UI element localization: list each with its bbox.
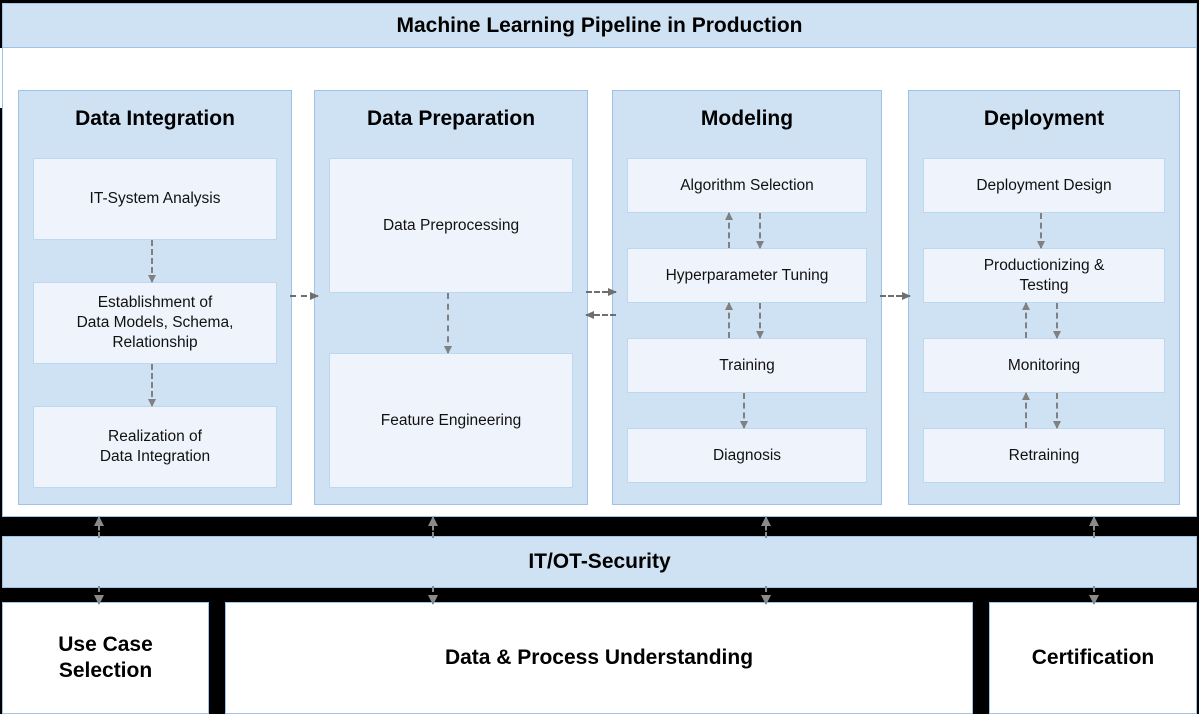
step-monitoring[interactable]: Monitoring	[923, 338, 1165, 393]
step-diagnosis[interactable]: Diagnosis	[627, 428, 867, 483]
phase-deployment[interactable]: Deployment Deployment Design Productioni…	[908, 90, 1180, 505]
step-productionizing-and-testing[interactable]: Productionizing &Testing	[923, 248, 1165, 303]
arrow-up-retraining-to-monitoring	[1022, 392, 1031, 428]
arrow-up-security-to-data-preparation	[428, 516, 438, 538]
arrow-down-preprocessing-to-feature-engineering	[444, 293, 453, 354]
step-data-preprocessing[interactable]: Data Preprocessing	[329, 158, 573, 293]
security-band: IT/OT-Security	[2, 536, 1197, 588]
arrow-down-it-system-to-establishment	[148, 240, 157, 283]
foundation-label-certification: Certification	[1031, 645, 1155, 669]
arrow-up-hyperparameter-to-algorithm	[725, 212, 734, 248]
diagram-title-bar: Machine Learning Pipeline in Production	[2, 3, 1197, 48]
phase-title-data-integration: Data Integration	[75, 107, 235, 130]
step-hyperparameter-tuning[interactable]: Hyperparameter Tuning	[627, 248, 867, 303]
arrow-down-training-to-diagnosis	[740, 393, 749, 429]
page-title: Machine Learning Pipeline in Production	[396, 13, 803, 37]
phase-title-data-preparation: Data Preparation	[366, 107, 536, 130]
security-label: IT/OT-Security	[528, 550, 671, 573]
arrow-up-security-to-modeling	[761, 516, 771, 538]
arrow-up-security-to-data-integration	[94, 516, 104, 538]
phase-modeling[interactable]: Modeling Algorithm Selection Hyperparame…	[612, 90, 882, 505]
step-it-system-analysis[interactable]: IT-System Analysis	[33, 158, 277, 240]
arrow-up-training-to-hyperparameter	[725, 302, 734, 338]
arrow-down-hyperparameter-to-training	[756, 303, 765, 339]
arrow-down-deployment-design-to-productionizing	[1037, 213, 1046, 249]
arrow-down-monitoring-to-retraining	[1053, 393, 1062, 429]
foundation-box-certification[interactable]: Certification	[989, 602, 1197, 714]
step-training[interactable]: Training	[627, 338, 867, 393]
arrow-down-establishment-to-realization	[148, 364, 157, 407]
foundation-box-data-process-understanding[interactable]: Data & Process Understanding	[225, 602, 973, 714]
arrow-down-algorithm-to-hyperparameter	[756, 213, 765, 249]
phase-data-integration[interactable]: Data Integration IT-System Analysis Esta…	[18, 90, 292, 505]
arrow-up-monitoring-to-productionizing	[1022, 302, 1031, 338]
step-feature-engineering[interactable]: Feature Engineering	[329, 353, 573, 488]
step-deployment-design[interactable]: Deployment Design	[923, 158, 1165, 213]
phase-title-modeling: Modeling	[700, 107, 794, 130]
arrow-down-productionizing-to-monitoring	[1053, 303, 1062, 339]
foundation-label-data-process-understanding: Data & Process Understanding	[444, 645, 754, 669]
phase-data-preparation[interactable]: Data Preparation Data Preprocessing Feat…	[314, 90, 588, 505]
phase-title-deployment: Deployment	[983, 107, 1105, 130]
step-retraining[interactable]: Retraining	[923, 428, 1165, 483]
arrow-up-security-to-deployment	[1089, 516, 1099, 538]
step-algorithm-selection[interactable]: Algorithm Selection	[627, 158, 867, 213]
